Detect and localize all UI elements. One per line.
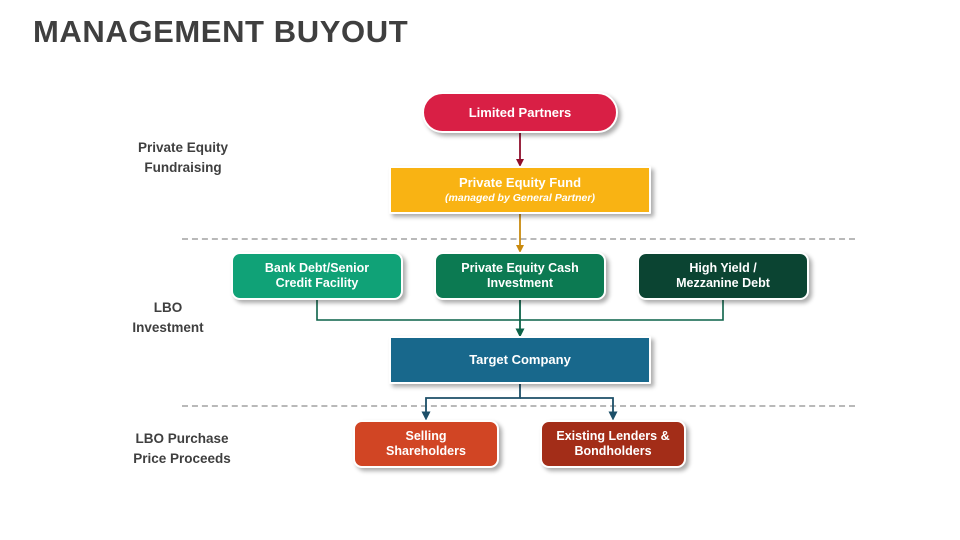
node-label-line-2: Bondholders bbox=[574, 444, 652, 458]
node-label-line-1: Existing Lenders & bbox=[556, 428, 670, 443]
section-divider-proceeds bbox=[182, 405, 855, 407]
node-label-line-2: Investment bbox=[487, 276, 553, 290]
node-label: Private Equity Fund bbox=[458, 175, 582, 191]
node-target-company[interactable]: Target Company bbox=[389, 336, 651, 384]
stage-label-private-equity-fundraising: Private Equity Fundraising bbox=[83, 138, 283, 177]
node-label: Target Company bbox=[469, 352, 571, 368]
stage-label-line-2: Price Proceeds bbox=[133, 450, 231, 466]
section-divider-fundraising bbox=[182, 238, 855, 240]
stage-label-line-1: LBO Purchase bbox=[135, 431, 229, 446]
stage-label-lbo-investment: LBO Investment bbox=[68, 298, 268, 337]
node-label-line-2: Credit Facility bbox=[275, 276, 359, 290]
stage-label-line-1: Private Equity bbox=[137, 140, 229, 155]
node-label-line-1: High Yield / bbox=[689, 260, 757, 275]
stage-label-line-2: Investment bbox=[132, 319, 204, 335]
page-title: MANAGEMENT BUYOUT bbox=[33, 14, 409, 49]
stage-label-line-2: Fundraising bbox=[144, 159, 222, 175]
node-sublabel: (managed by General Partner) bbox=[445, 192, 595, 205]
node-label-line-1: Bank Debt/Senior bbox=[264, 260, 370, 275]
node-label-line-1: Private Equity Cash bbox=[461, 260, 579, 275]
connector-sources-bus bbox=[316, 300, 724, 321]
node-label-line-2: Shareholders bbox=[386, 444, 466, 458]
node-existing-lenders-bondholders[interactable]: Existing Lenders & Bondholders bbox=[540, 420, 686, 468]
connector-target-to-existing-lenders bbox=[520, 397, 618, 421]
node-private-equity-fund[interactable]: Private Equity Fund (managed by General … bbox=[389, 166, 651, 214]
node-label-line-2: Mezzanine Debt bbox=[676, 276, 770, 290]
node-label: Limited Partners bbox=[468, 104, 572, 120]
connector-target-to-selling-shareholders bbox=[421, 384, 521, 421]
stage-label-line-1: LBO bbox=[153, 300, 183, 315]
node-label-line-1: Selling bbox=[405, 428, 447, 443]
node-private-equity-cash-investment[interactable]: Private Equity Cash Investment bbox=[434, 252, 606, 300]
node-limited-partners[interactable]: Limited Partners bbox=[422, 92, 618, 133]
node-high-yield-mezzanine-debt[interactable]: High Yield / Mezzanine Debt bbox=[637, 252, 809, 300]
node-bank-debt-senior-credit-facility[interactable]: Bank Debt/Senior Credit Facility bbox=[231, 252, 403, 300]
node-selling-shareholders[interactable]: Selling Shareholders bbox=[353, 420, 499, 468]
stage-label-lbo-purchase-price-proceeds: LBO Purchase Price Proceeds bbox=[82, 429, 282, 468]
